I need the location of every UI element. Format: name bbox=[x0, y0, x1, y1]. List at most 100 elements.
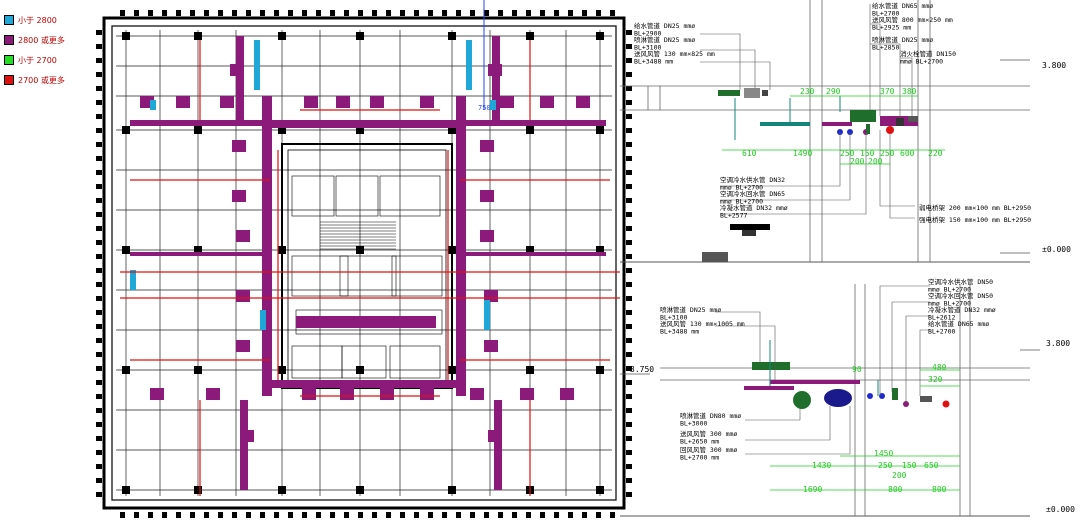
dim-label: 1450 bbox=[874, 449, 893, 458]
edge-tick bbox=[428, 10, 433, 16]
column bbox=[194, 32, 202, 40]
section-1[interactable]: 3.800 ±0.000 bbox=[620, 0, 1071, 263]
edge-tick bbox=[582, 10, 587, 16]
air-terminal bbox=[488, 430, 502, 442]
column bbox=[122, 486, 130, 494]
dim-label: 200 bbox=[850, 157, 865, 166]
annotation-label: BL+2700 bbox=[872, 10, 899, 18]
edge-tick bbox=[626, 30, 632, 35]
duct-segment bbox=[270, 380, 464, 388]
air-terminal bbox=[500, 96, 514, 108]
legend: 小于 2800 2800 或更多 小于 2700 2700 或更多 bbox=[4, 14, 65, 94]
edge-tick bbox=[414, 10, 419, 16]
air-terminal bbox=[484, 340, 498, 352]
edge-tick bbox=[626, 282, 632, 287]
air-terminal bbox=[150, 388, 164, 400]
duct-segment bbox=[262, 96, 272, 396]
edge-tick bbox=[596, 512, 601, 518]
edge-tick bbox=[626, 184, 632, 189]
annotation-label: BL+2577 bbox=[720, 212, 747, 220]
edge-tick bbox=[386, 512, 391, 518]
air-terminal bbox=[520, 388, 534, 400]
annotation-label: 冷凝水管道 DN32 mmø bbox=[928, 305, 996, 314]
legend-item: 2700 或更多 bbox=[4, 74, 65, 86]
edge-tick bbox=[626, 450, 632, 455]
annotation-label: BL+2700 bbox=[928, 328, 955, 336]
edge-tick bbox=[96, 450, 102, 455]
edge-tick bbox=[96, 86, 102, 91]
duct-segment bbox=[270, 120, 464, 128]
edge-tick bbox=[96, 100, 102, 105]
edge-tick bbox=[176, 10, 181, 16]
edge-tick bbox=[610, 10, 615, 16]
edge-tick bbox=[626, 268, 632, 273]
edge-tick bbox=[626, 310, 632, 315]
core-room bbox=[389, 345, 441, 379]
legend-item: 小于 2700 bbox=[4, 54, 65, 66]
edge-tick bbox=[626, 464, 632, 469]
edge-tick bbox=[96, 394, 102, 399]
edge-tick bbox=[232, 512, 237, 518]
duct-segment bbox=[492, 36, 500, 126]
air-terminal bbox=[240, 430, 254, 442]
edge-tick bbox=[626, 436, 632, 441]
edge-tick bbox=[316, 10, 321, 16]
duct-segment bbox=[240, 400, 248, 490]
edge-tick bbox=[626, 170, 632, 175]
edge-tick bbox=[218, 10, 223, 16]
edge-tick bbox=[134, 512, 139, 518]
legend-label: 2700 或更多 bbox=[18, 75, 65, 85]
legend-swatch bbox=[4, 35, 14, 45]
legend-swatch bbox=[4, 75, 14, 85]
duct-segment bbox=[466, 120, 606, 126]
air-terminal bbox=[336, 96, 350, 108]
edge-tick bbox=[96, 44, 102, 49]
air-terminal bbox=[232, 190, 246, 202]
edge-tick bbox=[626, 44, 632, 49]
duct-segment bbox=[456, 96, 466, 396]
edge-tick bbox=[512, 10, 517, 16]
edge-tick bbox=[626, 338, 632, 343]
annotation-label: 喷淋管道 DN80 mmø bbox=[680, 411, 741, 420]
edge-tick bbox=[626, 198, 632, 203]
edge-tick bbox=[260, 512, 265, 518]
dim-label: 200 bbox=[868, 157, 883, 166]
air-terminal bbox=[236, 340, 250, 352]
edge-tick bbox=[120, 10, 125, 16]
edge-tick bbox=[344, 512, 349, 518]
level-bottom: ±0.000 bbox=[1042, 245, 1071, 254]
annotation-label: 喷淋管道 DN25 mmø bbox=[872, 35, 933, 44]
annotation-label: mmø BL+2700 bbox=[900, 58, 943, 66]
edge-tick bbox=[218, 512, 223, 518]
edge-tick bbox=[498, 10, 503, 16]
annotation-label: 消火栓管道 DN150 bbox=[900, 49, 956, 58]
section-2[interactable]: 3.800 3.750 ±0.000 bbox=[620, 277, 1075, 517]
edge-tick bbox=[484, 512, 489, 518]
air-terminal bbox=[420, 96, 434, 108]
duct-segment bbox=[296, 316, 436, 328]
edge-tick bbox=[568, 512, 573, 518]
plan-inner-wall bbox=[111, 25, 617, 501]
air-terminal bbox=[304, 96, 318, 108]
edge-tick bbox=[204, 10, 209, 16]
edge-tick bbox=[120, 512, 125, 518]
edge-tick bbox=[96, 436, 102, 441]
column bbox=[356, 486, 364, 494]
annotation-label: 给水管道 DN65 mmø bbox=[928, 319, 989, 328]
low-duct-segment bbox=[484, 300, 490, 330]
legend-item: 2800 或更多 bbox=[4, 34, 65, 46]
dim-label: 250 bbox=[880, 149, 895, 158]
column bbox=[448, 32, 456, 40]
legend-item: 小于 2800 bbox=[4, 14, 65, 26]
edge-tick bbox=[626, 72, 632, 77]
floor-plan[interactable]: 750 bbox=[96, 0, 632, 518]
duct-segment bbox=[130, 120, 270, 126]
air-terminal bbox=[484, 290, 498, 302]
column bbox=[278, 126, 286, 134]
plan-dim-label: 750 bbox=[478, 104, 491, 112]
edge-tick bbox=[204, 512, 209, 518]
edge-tick bbox=[162, 512, 167, 518]
edge-tick bbox=[96, 30, 102, 35]
edge-tick bbox=[626, 478, 632, 483]
